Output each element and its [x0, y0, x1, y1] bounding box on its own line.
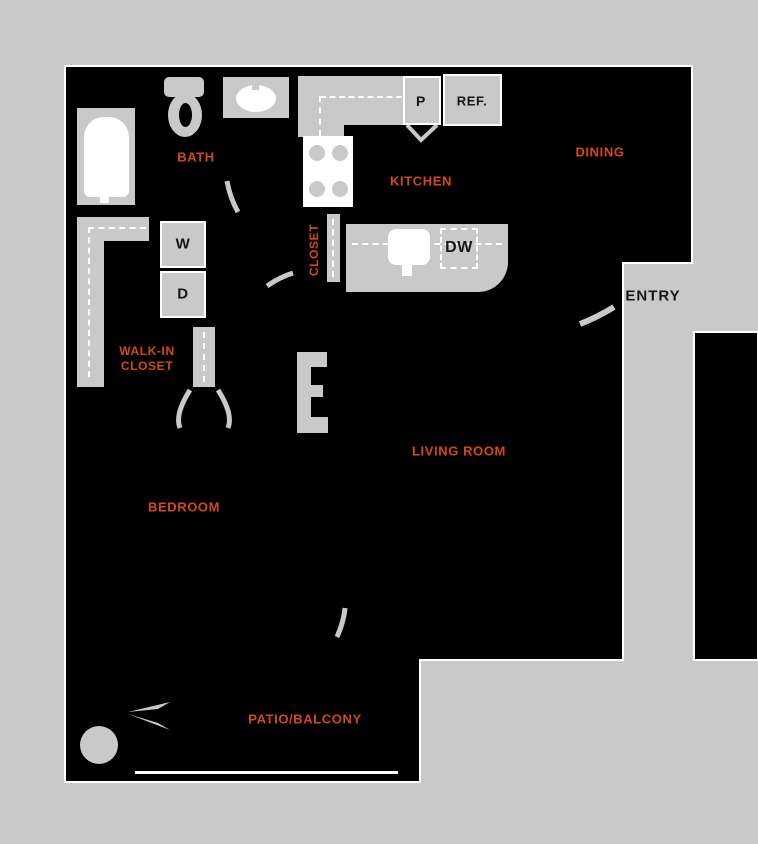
bathtub-drain-icon: [100, 190, 109, 203]
bath-door-swing-icon: [224, 180, 241, 214]
refrigerator-label: REF.: [456, 93, 488, 109]
island-sink-icon: [388, 229, 430, 265]
hall-door-swing-icon: [265, 270, 294, 289]
bedroom-patio-door-swing-icon: [334, 607, 348, 639]
room-label-entry: ENTRY: [625, 287, 681, 305]
walk-in-closet-line2: CLOSET: [120, 359, 174, 373]
sink-faucet-icon: [252, 79, 259, 90]
bathtub-icon: [84, 117, 129, 197]
closet-double-door-left-icon: [176, 388, 193, 429]
dishwasher-label: DW: [445, 239, 473, 256]
washer-label: W: [175, 235, 191, 253]
hall-divider-dash: [203, 332, 205, 382]
patio-door-arrow-lower-icon: [128, 714, 170, 730]
room-label-patio: PATIO/BALCONY: [248, 711, 362, 727]
unit-floor-area: [64, 65, 693, 783]
closet-double-door-right-icon: [215, 388, 232, 429]
dryer-box: [160, 271, 206, 318]
closet-door-dash: [332, 219, 334, 277]
entry-door-swing-icon: [578, 304, 616, 327]
stove-icon: [303, 136, 353, 207]
dishwasher-outline: [440, 228, 478, 269]
pantry-label: P: [416, 93, 426, 109]
counter-dash-line: [320, 96, 402, 98]
washer-box: [160, 221, 206, 268]
counter-dash-line: [319, 96, 321, 136]
walk-in-closet-line1: WALK-IN: [119, 344, 175, 358]
room-label-dining: DINING: [575, 144, 625, 160]
pantry-box: [403, 76, 441, 125]
room-label-closet: CLOSET: [307, 223, 321, 277]
closet-rod-side: [77, 217, 104, 387]
room-label-kitchen: KITCHEN: [390, 173, 452, 189]
room-label-walk-in-closet: WALK-IN CLOSET: [119, 344, 175, 374]
shelving-unit-icon: [297, 352, 328, 433]
kitchen-counter-side: [298, 76, 344, 137]
dryer-label: D: [177, 285, 189, 303]
closet-rod-dash: [88, 227, 90, 377]
room-label-living-room: LIVING ROOM: [412, 443, 506, 459]
patio-table-icon: [80, 726, 118, 764]
room-label-bedroom: BEDROOM: [147, 499, 221, 515]
refrigerator-box: [443, 74, 502, 126]
adjacent-structure: [693, 331, 758, 661]
toilet-opening-icon: [179, 103, 192, 127]
toilet-tank-icon: [164, 77, 204, 97]
closet-rod-dash: [88, 227, 146, 229]
patio-edge-line: [135, 771, 398, 774]
pantry-door-icon: [405, 123, 439, 143]
room-label-bath: BATH: [177, 149, 215, 165]
patio-door-arrow-upper-icon: [128, 702, 170, 712]
island-sink-drain-icon: [402, 261, 412, 276]
